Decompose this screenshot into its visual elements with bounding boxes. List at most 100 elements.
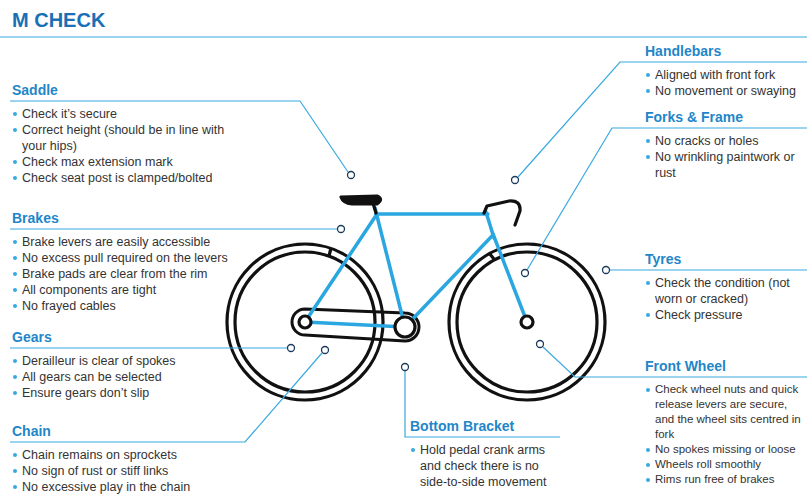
callout-group: BrakesBrake levers are easily accessible… — [12, 209, 262, 314]
bullet-dot — [646, 478, 650, 482]
callout-group: HandlebarsAligned with front forkNo move… — [645, 42, 803, 99]
bullet-item: Check the condition (not worn or cracked… — [645, 275, 795, 307]
wheels — [227, 244, 605, 400]
callout-heading: Forks & Frame — [645, 108, 795, 126]
leader-dot — [603, 267, 610, 274]
bullet-text: No sign of rust or stiff links — [22, 463, 242, 479]
tyre-mark — [489, 253, 494, 259]
bullet-item: No frayed cables — [12, 298, 262, 314]
bullet-text: Check seat post is clamped/bolted — [22, 170, 234, 186]
leader-line — [10, 228, 337, 229]
leader-line — [10, 353, 322, 442]
bullet-item: Aligned with front fork — [645, 67, 803, 83]
bullet-item: No wrinkling paintwork or rust — [645, 149, 795, 181]
bullet-dot — [13, 112, 17, 116]
bullet-dot — [646, 313, 650, 317]
bullet-dot — [13, 288, 17, 292]
front-hub — [521, 316, 533, 328]
leader-dot — [348, 172, 355, 179]
bullet-dot — [646, 89, 650, 93]
bullet-text: Brake pads are clear from the rim — [22, 266, 262, 282]
bullet-dot — [13, 128, 17, 132]
bullet-dot — [646, 463, 650, 467]
title-rule — [0, 36, 807, 37]
bullet-text: Aligned with front fork — [655, 67, 803, 83]
bullet-text: All gears can be selected — [22, 369, 242, 385]
bullet-text: No frayed cables — [22, 298, 262, 314]
down-tube — [405, 236, 492, 327]
seat-tube — [375, 208, 405, 327]
bullet-text: Check pressure — [655, 307, 795, 323]
bullet-text: Chain remains on sprockets — [22, 447, 242, 463]
rear-tyre — [227, 244, 383, 400]
bullet-text: Correct height (should be in line with y… — [22, 122, 234, 154]
leader-line — [10, 101, 348, 172]
leader-lines — [10, 62, 807, 442]
bullet-item: No excess pull required on the levers — [12, 250, 262, 266]
callout-group: SaddleCheck it’s secureCorrect height (s… — [12, 81, 234, 186]
bullet-item: Chain remains on sprockets — [12, 447, 242, 463]
bullet-item: Correct height (should be in line with y… — [12, 122, 234, 154]
handlebar — [484, 201, 520, 225]
bullet-text: Check it’s secure — [22, 106, 234, 122]
bullet-dot — [13, 176, 17, 180]
callout-group: Front WheelCheck wheel nuts and quick re… — [645, 357, 801, 487]
leader-dot — [402, 364, 409, 371]
bullet-text: Wheels roll smoothly — [655, 457, 801, 472]
bullet-dot — [646, 388, 650, 392]
rear-rim — [235, 252, 375, 392]
bullet-dot — [646, 139, 650, 143]
bullet-text: Ensure gears don’t slip — [22, 385, 242, 401]
bullet-text: No spokes missing or loose — [655, 442, 801, 457]
leader-line — [610, 269, 807, 270]
bike-parts — [299, 196, 533, 337]
bullet-dot — [13, 485, 17, 489]
saddle — [341, 196, 381, 204]
bullet-item: Wheels roll smoothly — [645, 457, 801, 472]
page-title: M CHECK — [12, 8, 105, 32]
bullet-dot — [13, 375, 17, 379]
bullet-item: Check wheel nuts and quick release lever… — [645, 382, 801, 442]
bullet-text: Check wheel nuts and quick release lever… — [655, 382, 801, 442]
bullet-item: Rims run free of brakes — [645, 472, 801, 487]
leader-line — [543, 347, 807, 377]
bullet-text: Check the condition (not worn or cracked… — [655, 275, 795, 307]
bullet-item: Derailleur is clear of spokes — [12, 353, 242, 369]
bullet-dot — [13, 453, 17, 457]
callout-heading: Brakes — [12, 209, 262, 227]
bullet-text: No cracks or holes — [655, 133, 795, 149]
callout-heading: Saddle — [12, 81, 234, 99]
bullet-item: No movement or swaying — [645, 83, 803, 99]
chain-stay — [305, 322, 405, 327]
bullet-text: Hold pedal crank arms and check there is… — [420, 442, 548, 490]
bullet-item: No spokes missing or loose — [645, 442, 801, 457]
callout-heading: Tyres — [645, 250, 795, 268]
bullet-item: Check it’s secure — [12, 106, 234, 122]
frame — [305, 208, 527, 327]
leader-line — [405, 371, 560, 437]
callout-group: Forks & Frame No cracks or holesNo wrinkl… — [645, 108, 795, 181]
callout-group: GearsDerailleur is clear of spokesAll ge… — [12, 328, 242, 401]
bullet-item: All gears can be selected — [12, 369, 242, 385]
callout-heading: Chain — [12, 422, 242, 440]
front-rim — [457, 252, 597, 392]
bullet-dot — [646, 73, 650, 77]
bullet-item: No cracks or holes — [645, 133, 795, 149]
bullet-dot — [411, 448, 415, 452]
bullet-text: No movement or swaying — [655, 83, 803, 99]
bullet-item: Ensure gears don’t slip — [12, 385, 242, 401]
callout-heading: Front Wheel — [645, 357, 801, 375]
bullet-text: Rims run free of brakes — [655, 472, 801, 487]
bottom-bracket — [395, 317, 415, 337]
bullet-item: Brake levers are easily accessible — [12, 234, 262, 250]
leader-dot — [322, 347, 329, 354]
leader-dot — [537, 341, 544, 348]
fork — [493, 234, 527, 322]
bullet-dot — [646, 155, 650, 159]
bullet-text: No excess pull required on the levers — [22, 250, 262, 266]
bullet-text: Brake levers are easily accessible — [22, 234, 262, 250]
bullet-dot — [13, 256, 17, 260]
bullet-text: Derailleur is clear of spokes — [22, 353, 242, 369]
bullet-item: No sign of rust or stiff links — [12, 463, 242, 479]
bullet-text: Check max extension mark — [22, 154, 234, 170]
